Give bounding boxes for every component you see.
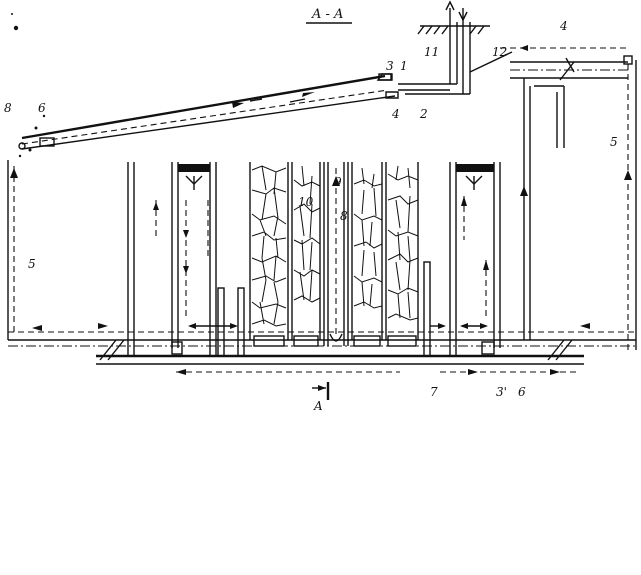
left-chamber <box>127 162 245 357</box>
section-title: A - A <box>311 7 343 22</box>
device-3-body <box>378 73 392 81</box>
central-raise <box>323 162 349 346</box>
label-1: 1 <box>400 59 408 73</box>
label-12: 12 <box>492 45 507 59</box>
right-chamber <box>423 162 512 357</box>
ink-dot <box>28 148 32 152</box>
chamber-arrows <box>188 323 488 329</box>
left-shaft <box>7 160 18 340</box>
ore-pillar-left <box>249 162 289 347</box>
label-6-bottom: 6 <box>518 385 526 399</box>
label-3-prime: 3' <box>496 385 507 399</box>
ore-pillar-far-right <box>385 162 419 347</box>
ore-pillar-mid <box>291 162 321 347</box>
label-10: 10 <box>298 195 314 209</box>
label-8-center: 8 <box>340 209 348 223</box>
ink-dot <box>11 13 13 15</box>
label-5-right: 5 <box>610 135 618 149</box>
ink-dot <box>18 154 22 158</box>
ground-surface <box>417 25 490 35</box>
upper-right-airway <box>500 45 633 81</box>
label-8-left: 8 <box>4 101 12 115</box>
ink-dot <box>42 114 46 118</box>
device-8 <box>18 142 26 150</box>
shaft-pipes <box>398 0 513 95</box>
label-11: 11 <box>424 45 439 59</box>
label-9: 9 <box>334 175 342 189</box>
right-shaft <box>520 60 637 350</box>
label-4: 4 <box>391 107 400 121</box>
device-6 <box>39 137 55 147</box>
ore-pillar-right <box>351 162 383 347</box>
bottom-haulage <box>8 323 636 375</box>
device-4 <box>385 91 399 99</box>
label-3: 3 <box>386 59 394 73</box>
section-marker-label: A <box>313 399 323 413</box>
label-2: 2 <box>419 107 428 121</box>
label-7: 7 <box>430 385 438 399</box>
ink-dot <box>13 25 19 31</box>
label-6-left: 6 <box>38 101 46 115</box>
ink-dot <box>34 126 38 130</box>
inclined-drift <box>21 74 396 150</box>
label-4-right: 4 <box>559 19 568 33</box>
section-marker <box>312 382 330 400</box>
label-5-left: 5 <box>28 257 36 271</box>
